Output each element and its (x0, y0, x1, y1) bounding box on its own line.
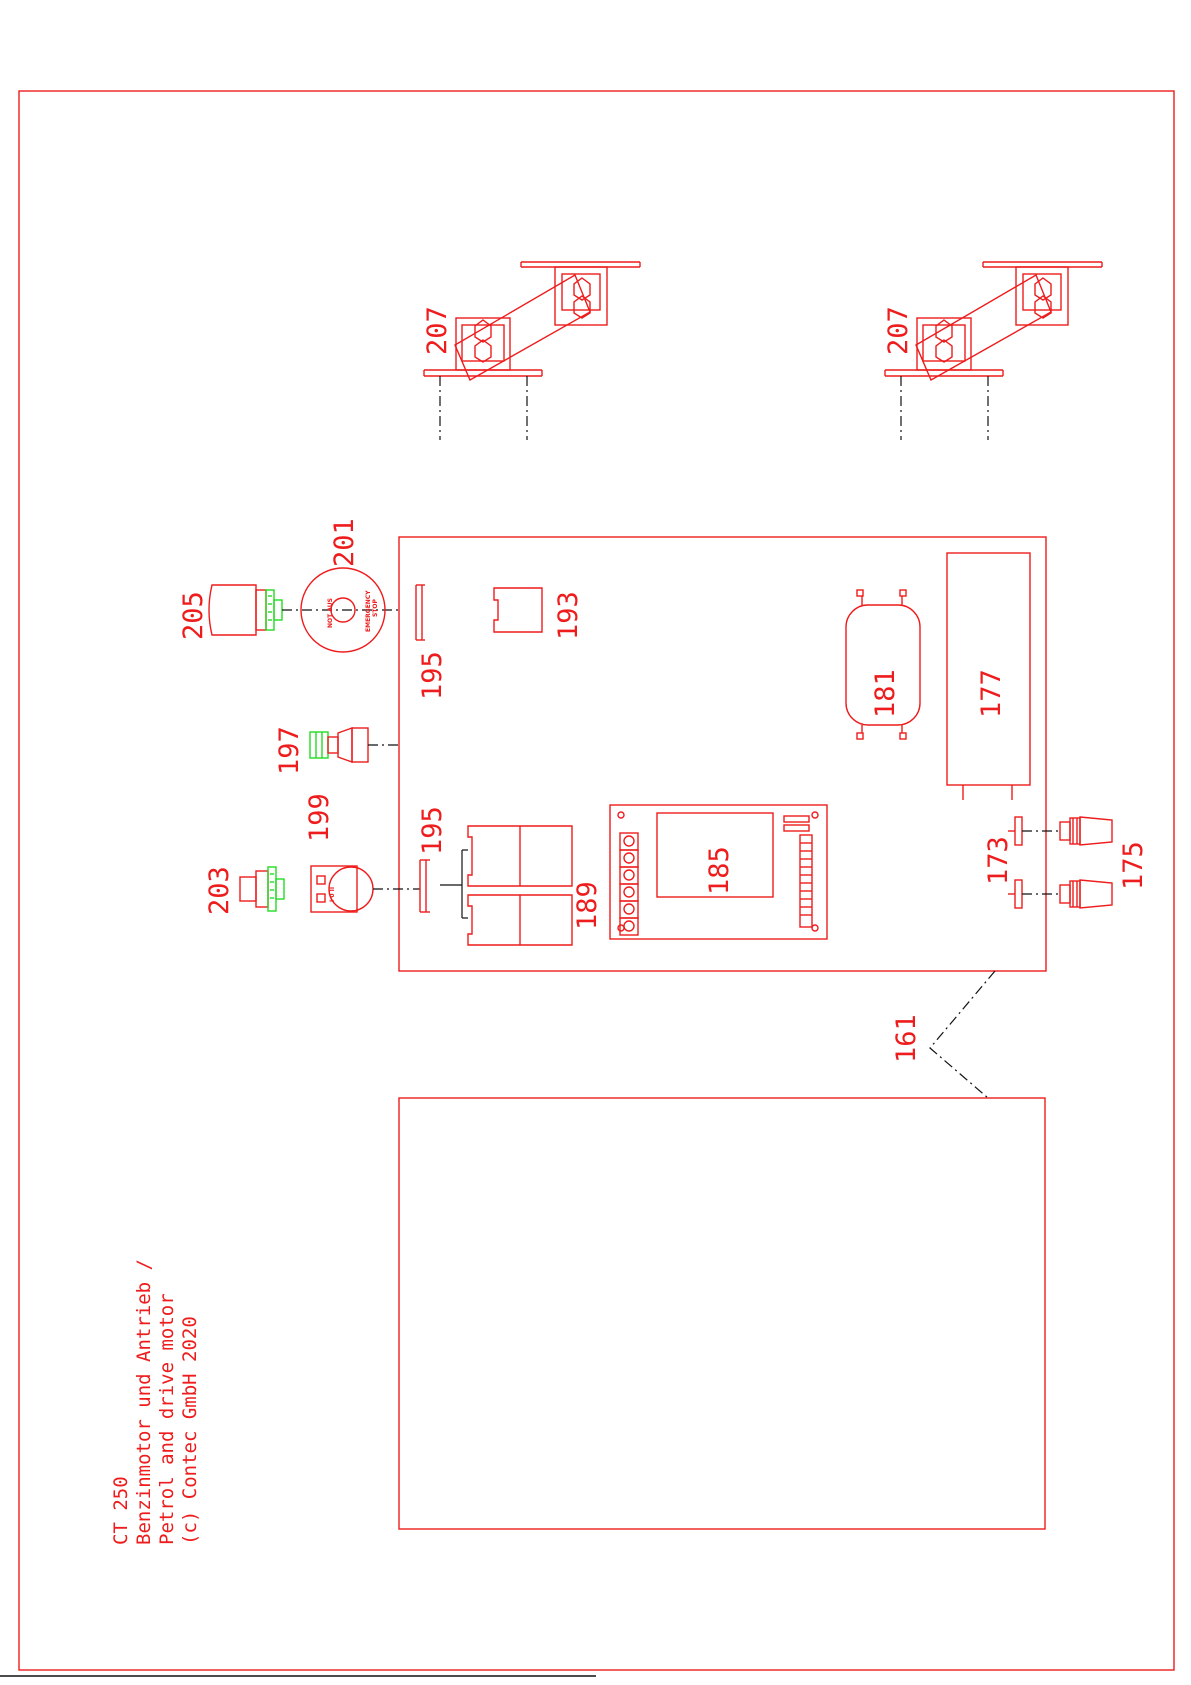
relay-193 (494, 588, 542, 632)
label-175: 175 (1118, 841, 1149, 890)
label-181: 181 (870, 669, 901, 718)
main-enclosure (399, 1098, 1045, 1529)
label-189: 189 (572, 881, 603, 930)
estop-text-not-aus: NOT AUS (327, 598, 334, 628)
label-177: 177 (976, 669, 1007, 718)
selector-199: I 0 II (311, 866, 420, 912)
estop-text-stop: STOP (372, 598, 379, 617)
leader-161 (930, 971, 995, 1098)
label-207-lower: 207 (883, 306, 914, 355)
label-161: 161 (891, 1014, 922, 1063)
label-195-lower: 195 (417, 806, 448, 855)
clip-195-lower (420, 860, 430, 912)
indicator-197 (310, 728, 400, 762)
title-block: CT 250 Benzinmotor und Antrieb / Petrol … (110, 1259, 201, 1545)
estop-text-emergency: EMERGENCY (365, 590, 372, 632)
label-199: 199 (304, 793, 335, 842)
title-line-2: Benzinmotor und Antrieb / (133, 1259, 155, 1545)
label-197: 197 (274, 726, 305, 775)
label-195-upper: 195 (417, 651, 448, 700)
title-line-4: (c) Contec GmbH 2020 (179, 1316, 201, 1545)
bracket-207-lower (885, 262, 1102, 440)
clip-195-upper (416, 585, 425, 640)
label-185: 185 (704, 846, 735, 895)
label-203: 203 (204, 866, 235, 915)
label-173: 173 (983, 836, 1014, 885)
bracket-207-upper (424, 262, 640, 440)
label-201: 201 (329, 518, 360, 567)
pushbutton-203 (240, 867, 284, 911)
label-193: 193 (553, 591, 584, 640)
title-line-3: Petrol and drive motor (156, 1293, 178, 1545)
cable-glands-175 (1060, 817, 1112, 908)
relays-189 (440, 826, 572, 945)
switch-positions: I 0 II (329, 887, 336, 902)
gland-plates-173 (1008, 817, 1060, 908)
label-205: 205 (178, 591, 209, 640)
title-line-1: CT 250 (110, 1476, 132, 1545)
terminal-block (620, 833, 638, 935)
label-207-upper: 207 (422, 306, 453, 355)
control-box (399, 537, 1046, 971)
